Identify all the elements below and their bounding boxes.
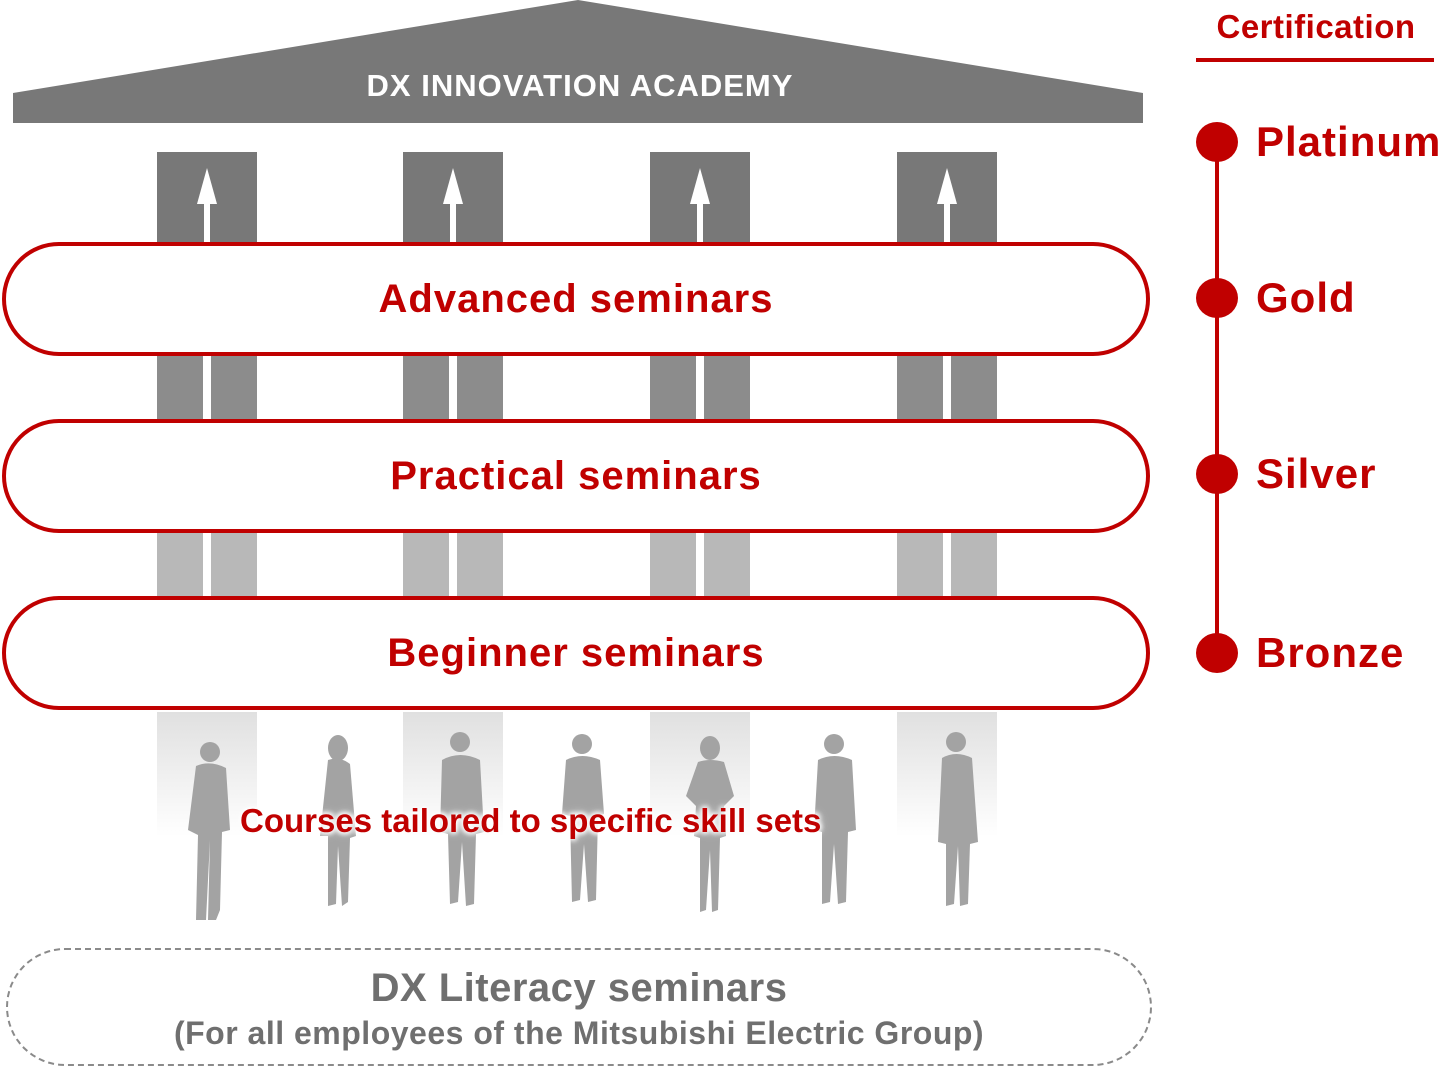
pillar-1-top [157, 152, 257, 242]
pillar-2-top [403, 152, 503, 242]
certification-level-silver: Silver [1256, 450, 1377, 497]
person-icon [188, 742, 230, 920]
literacy-seminars-title: DX Literacy seminars [370, 966, 788, 1010]
pillar-1-segment [157, 533, 257, 599]
beginner-seminars-band: Beginner seminars [2, 596, 1150, 710]
pillar-3-segment [650, 356, 750, 422]
up-arrow-icon [937, 168, 957, 204]
certification-level-platinum: Platinum [1256, 118, 1440, 165]
advanced-seminars-band: Advanced seminars [2, 242, 1150, 356]
beginner-seminars-label: Beginner seminars [387, 630, 765, 675]
advanced-seminars-label: Advanced seminars [378, 276, 774, 321]
person-icon [440, 732, 484, 906]
certification-level-bronze: Bronze [1256, 629, 1405, 676]
pillar-3-top [650, 152, 750, 242]
pillar-3-segment [650, 533, 750, 599]
certification-title: Certification [1216, 8, 1416, 45]
literacy-seminars-subtitle: (For all employees of the Mitsubishi Ele… [173, 1015, 985, 1051]
academy-roof [13, 0, 1143, 123]
gold-dot-icon [1196, 278, 1238, 318]
people-silhouettes [188, 732, 978, 920]
certification-underline [1196, 58, 1434, 62]
pillar-1-segment [157, 356, 257, 422]
pillar-4-top [897, 152, 997, 242]
person-icon [814, 734, 856, 904]
person-icon [562, 734, 604, 902]
pillar-2-segment [403, 356, 503, 422]
pillar-4-segment [897, 533, 997, 599]
pillar-2-segment [403, 533, 503, 599]
person-icon [320, 735, 356, 906]
courses-label: Courses tailored to specific skill sets [240, 802, 822, 839]
certification-level-gold: Gold [1256, 274, 1356, 321]
silver-dot-icon [1196, 454, 1238, 494]
person-icon [686, 736, 734, 912]
certification-timeline-line [1215, 142, 1219, 654]
platinum-dot-icon [1196, 122, 1238, 162]
up-arrow-icon [197, 168, 217, 204]
up-arrow-icon [690, 168, 710, 204]
practical-seminars-band: Practical seminars [2, 419, 1150, 533]
bronze-dot-icon [1196, 633, 1238, 673]
academy-title: DX INNOVATION ACADEMY [366, 68, 794, 103]
practical-seminars-label: Practical seminars [390, 453, 762, 498]
literacy-seminars-box: DX Literacy seminars (For all employees … [6, 948, 1152, 1066]
person-icon [938, 732, 978, 906]
pillar-4-segment [897, 356, 997, 422]
up-arrow-icon [443, 168, 463, 204]
